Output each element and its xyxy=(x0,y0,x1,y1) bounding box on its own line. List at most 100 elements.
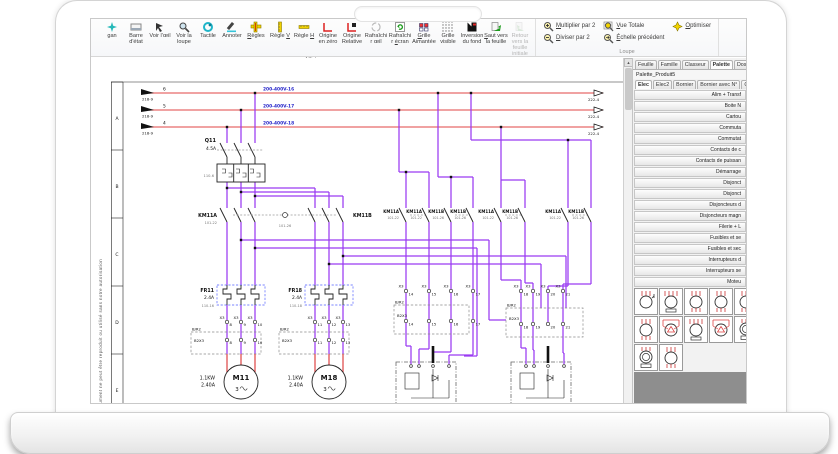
label-ref_b: 101-26 xyxy=(279,224,291,228)
ribbon-item-inversion-du-fond[interactable]: Inversion du fond xyxy=(460,20,484,57)
palette-symbol-moteur-4[interactable] xyxy=(659,316,683,343)
palette-subtab-bornier-avec-n-[interactable]: Bornier avec N° xyxy=(697,80,741,89)
ribbon-item-grille-aimantee[interactable]: Grille Aimantée xyxy=(412,20,436,57)
terminal-strip-label: X3 xyxy=(443,284,449,289)
ribbon-item-saut-vers-la-feuille[interactable]: Saut vers la feuille xyxy=(484,20,508,57)
junction-dot xyxy=(239,190,243,194)
ribbon-item-label: Grille visible xyxy=(440,33,456,46)
junction-dot xyxy=(253,91,257,95)
ribbon-item-origine-en-zero[interactable]: Origine en zéro xyxy=(316,20,340,57)
junction-dot xyxy=(397,108,401,112)
schematic-sheet[interactable]: Ce document ne peut être reproduit ou ut… xyxy=(91,58,632,403)
palette-subtab-c[interactable]: C xyxy=(741,80,746,89)
camera-notch xyxy=(354,6,482,22)
junction-dot xyxy=(404,170,408,174)
palette-family-item[interactable]: Commutat xyxy=(634,134,746,144)
palette-panel: FeuilleFamilleClasseurPaletteDossier Pal… xyxy=(632,58,746,403)
palette-symbol-moteur-5[interactable] xyxy=(734,316,746,343)
ribbon-item-voir-la-loupe[interactable]: Voir la loupe xyxy=(172,20,196,57)
palette-symbol-moteur-3[interactable] xyxy=(709,288,733,315)
ribbon-item-rafraichir-ecran[interactable]: Rafraîchir écran xyxy=(388,20,412,57)
palette-tab-famille[interactable]: Famille xyxy=(657,60,681,69)
scrollbar-thumb[interactable] xyxy=(625,68,632,110)
ribbon-item-label: Retour vers la feuille initiale xyxy=(511,33,529,58)
ribbon-item-diviser-par-2[interactable]: Diviser par 2 xyxy=(539,32,599,44)
palette-family-item[interactable]: Disjoncteurs magn xyxy=(634,211,746,221)
palette-symbol-moteur-2[interactable] xyxy=(659,288,683,315)
palette-symbol-moteur-3[interactable] xyxy=(634,316,658,343)
palette-tab-feuille[interactable]: Feuille xyxy=(635,60,657,69)
terminal-number: 18 xyxy=(524,292,529,297)
ribbon-item-label: Multiplier par 2 xyxy=(556,23,596,29)
palette-symbol-moteur-3[interactable] xyxy=(659,344,683,371)
palette-family-item[interactable]: Disjoncteurs d xyxy=(634,200,746,210)
palette-symbol-moteur-5[interactable] xyxy=(634,344,658,371)
zone-letter: C xyxy=(115,252,118,258)
brake-coil-bar xyxy=(546,346,550,363)
ribbon-item-vue-totale[interactable]: Vue Totale xyxy=(599,20,668,32)
ribbon-item-label: Rafraîchir œil xyxy=(364,33,388,46)
palette-family-item[interactable]: Boite N xyxy=(634,101,746,111)
palette-family-item[interactable]: Disjonct xyxy=(634,189,746,199)
terminal-strip-label: X3 xyxy=(247,315,253,320)
junction-box xyxy=(505,307,584,338)
label-name: FR11 xyxy=(200,288,214,294)
palette-family-item[interactable]: Moteu xyxy=(634,277,746,287)
palette-subtab-elec[interactable]: Elec xyxy=(635,80,652,89)
palette-family-item[interactable]: Contacts de puissan xyxy=(634,156,746,166)
brake-coil-bar xyxy=(431,346,435,363)
palette-family-item[interactable]: Interrupteurs se xyxy=(634,266,746,276)
junction-dot xyxy=(327,262,331,266)
junction-dot xyxy=(225,186,229,190)
palette-tab-palette[interactable]: Palette xyxy=(709,60,733,69)
palette-family-item[interactable]: Contacts de c xyxy=(634,145,746,155)
label-current: 2.40A xyxy=(201,383,216,389)
palette-family-item[interactable]: Fusibles et se xyxy=(634,233,746,243)
palette-subtab-bornier[interactable]: Bornier xyxy=(673,80,697,89)
ribbon-item-voir-oeil[interactable]: Voir l'œil xyxy=(148,20,172,57)
palette-tab-classeur[interactable]: Classeur xyxy=(681,60,709,69)
sheet-disclaimer: Ce document ne peut être reproduit ou ut… xyxy=(98,258,103,403)
junction-dot xyxy=(469,91,473,95)
palette-symbol-moteur-3[interactable] xyxy=(734,288,746,315)
palette-family-item[interactable]: Filerie + L xyxy=(634,222,746,232)
zoom-out-icon xyxy=(543,33,554,44)
ribbon-item-regle-h[interactable]: Règle H xyxy=(292,20,316,57)
ribbon-item-rafraichir-oeil[interactable]: Rafraîchir œil xyxy=(364,20,388,57)
palette-subtab-elec2[interactable]: Elec2 xyxy=(652,80,673,89)
zoom-in-icon xyxy=(543,21,554,32)
ribbon-item-tactile[interactable]: Tactile xyxy=(196,20,220,57)
ribbon-item-annoter[interactable]: Annoter xyxy=(220,20,244,57)
return-sheet-icon xyxy=(514,20,526,33)
terminal-number: 17 xyxy=(476,322,481,327)
palette-family-item[interactable]: Fusibles et sec xyxy=(634,244,746,254)
ribbon-item-echelle-precedent[interactable]: Échelle précédent xyxy=(599,32,668,44)
label-rating: 2.4A xyxy=(204,295,214,301)
zoom-fit-icon xyxy=(603,21,614,32)
terminal xyxy=(532,364,536,368)
drawing-vertical-scrollbar[interactable]: ▲ xyxy=(623,58,633,403)
palette-tab-dossier[interactable]: Dossier xyxy=(733,60,746,69)
label-label: KM11B xyxy=(450,209,466,214)
palette-symbol-moteur-1[interactable] xyxy=(634,288,658,315)
palette-symbol-moteur-2[interactable] xyxy=(684,316,708,343)
palette-symbol-moteur-3[interactable] xyxy=(684,288,708,315)
palette-family-item[interactable]: Interrupteurs d xyxy=(634,255,746,265)
palette-family-item[interactable]: Disjonct xyxy=(634,178,746,188)
ribbon-item-grille-visible[interactable]: Grille visible xyxy=(436,20,460,57)
ribbon-item-regles[interactable]: Règles xyxy=(244,20,268,57)
palette-symbol-moteur-4[interactable] xyxy=(709,316,733,343)
ribbon-item-origine-relative[interactable]: Origine Relative xyxy=(340,20,364,57)
palette-family-item[interactable]: Alim + Transf xyxy=(634,90,746,100)
palette-family-item[interactable]: Démarrage xyxy=(634,167,746,177)
ribbon-item-multiplier-par-2[interactable]: Multiplier par 2 xyxy=(539,20,599,32)
palette-family-item[interactable]: Commuta xyxy=(634,123,746,133)
ribbon-item-regle-v[interactable]: Règle V xyxy=(268,20,292,57)
ribbon-item-gan[interactable]: gan xyxy=(100,20,124,57)
terminal xyxy=(431,364,435,368)
terminal-number: 16 xyxy=(454,292,459,297)
palette-family-item[interactable]: Cartou xyxy=(634,112,746,122)
ribbon-item-barre-etat[interactable]: Barre d'état xyxy=(124,20,148,57)
ribbon-item-optimiser[interactable]: Optimiser xyxy=(668,20,715,32)
